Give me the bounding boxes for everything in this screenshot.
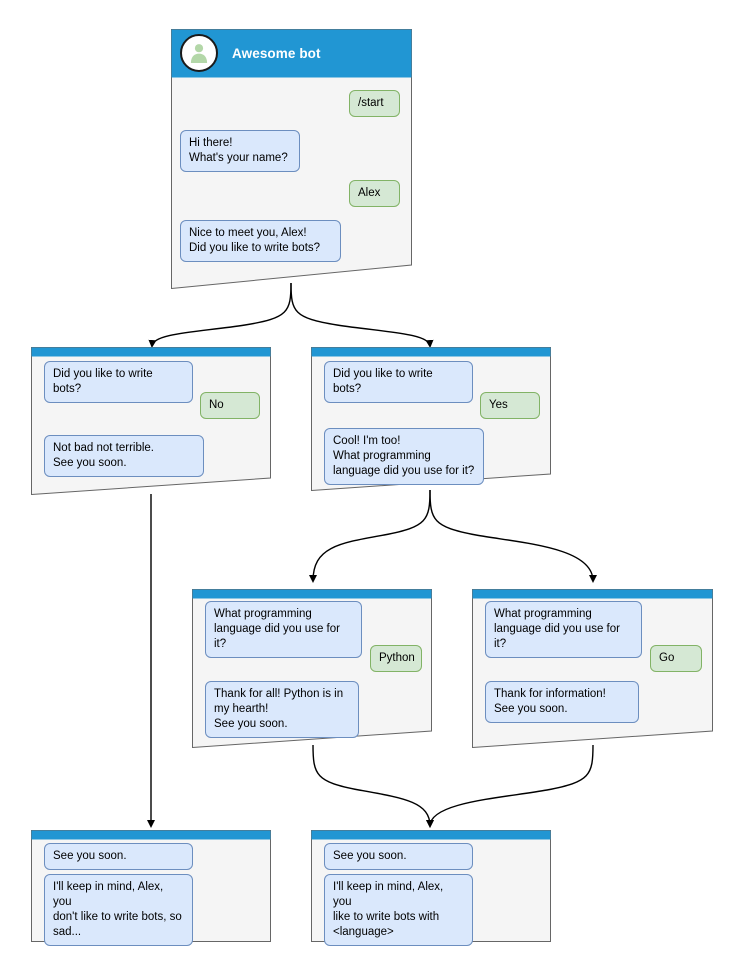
- edge-python-to-end-happy: [312, 744, 434, 828]
- node-content: What programming language did you use fo…: [192, 589, 432, 748]
- message-bubble-user: Yes: [480, 392, 540, 419]
- message-bubble-bot: What programming language did you use fo…: [485, 601, 642, 658]
- node-did-you-like-no-screen[interactable]: Did you like to write bots? No Not bad n…: [31, 347, 271, 495]
- node-content: See you soon. I'll keep in mind, Alex, y…: [311, 830, 551, 946]
- message-bubble-bot: Did you like to write bots?: [324, 361, 473, 403]
- person-avatar-icon: [180, 34, 218, 72]
- node-content: Awesome bot /start Hi there! What's your…: [171, 29, 412, 289]
- message-bubble-bot: I'll keep in mind, Alex, you like to wri…: [324, 874, 473, 946]
- edge-yes-to-go: [429, 489, 597, 583]
- message-bubble-bot: See you soon.: [44, 843, 193, 870]
- message-bubble-user: No: [200, 392, 260, 419]
- message-bubble-user: /start: [349, 90, 400, 117]
- message-bubble-bot: Not bad not terrible. See you soon.: [44, 435, 204, 477]
- message-bubble-bot: Did you like to write bots?: [44, 361, 193, 403]
- node-did-you-like-yes-screen[interactable]: Did you like to write bots? Yes Cool! I'…: [311, 347, 551, 491]
- message-bubble-bot: What programming language did you use fo…: [205, 601, 362, 658]
- message-bubble-user: Go: [650, 645, 702, 672]
- edge-root-to-no: [148, 282, 292, 348]
- edge-root-to-yes: [290, 282, 434, 348]
- message-bubble-bot: Thank for information! See you soon.: [485, 681, 639, 723]
- message-bubble-bot: I'll keep in mind, Alex, you don't like …: [44, 874, 193, 946]
- edge-go-to-end-happy: [426, 744, 594, 828]
- node-content: Did you like to write bots? Yes Cool! I'…: [311, 347, 551, 491]
- node-language-python-screen[interactable]: What programming language did you use fo…: [192, 589, 432, 748]
- message-bubble-bot: See you soon.: [324, 843, 473, 870]
- node-language-go-screen[interactable]: What programming language did you use fo…: [472, 589, 713, 748]
- message-bubble-bot: Nice to meet you, Alex! Did you like to …: [180, 220, 341, 262]
- node-end-screen-with-language[interactable]: See you soon. I'll keep in mind, Alex, y…: [311, 830, 551, 946]
- node-start-screen[interactable]: Awesome bot /start Hi there! What's your…: [171, 29, 412, 289]
- bot-header-bar: Awesome bot: [171, 29, 412, 77]
- node-end-screen-no-bots[interactable]: See you soon. I'll keep in mind, Alex, y…: [31, 830, 271, 946]
- message-bubble-bot: Thank for all! Python is in my hearth! S…: [205, 681, 359, 738]
- edge-yes-to-python: [309, 489, 431, 583]
- message-bubble-bot: Cool! I'm too! What programming language…: [324, 428, 484, 485]
- node-content: See you soon. I'll keep in mind, Alex, y…: [31, 830, 271, 946]
- bot-title: Awesome bot: [232, 45, 321, 61]
- message-bubble-user: Python: [370, 645, 422, 672]
- node-content: What programming language did you use fo…: [472, 589, 713, 748]
- message-bubble-user: Alex: [349, 180, 400, 207]
- node-content: Did you like to write bots? No Not bad n…: [31, 347, 271, 495]
- message-bubble-bot: Hi there! What's your name?: [180, 130, 300, 172]
